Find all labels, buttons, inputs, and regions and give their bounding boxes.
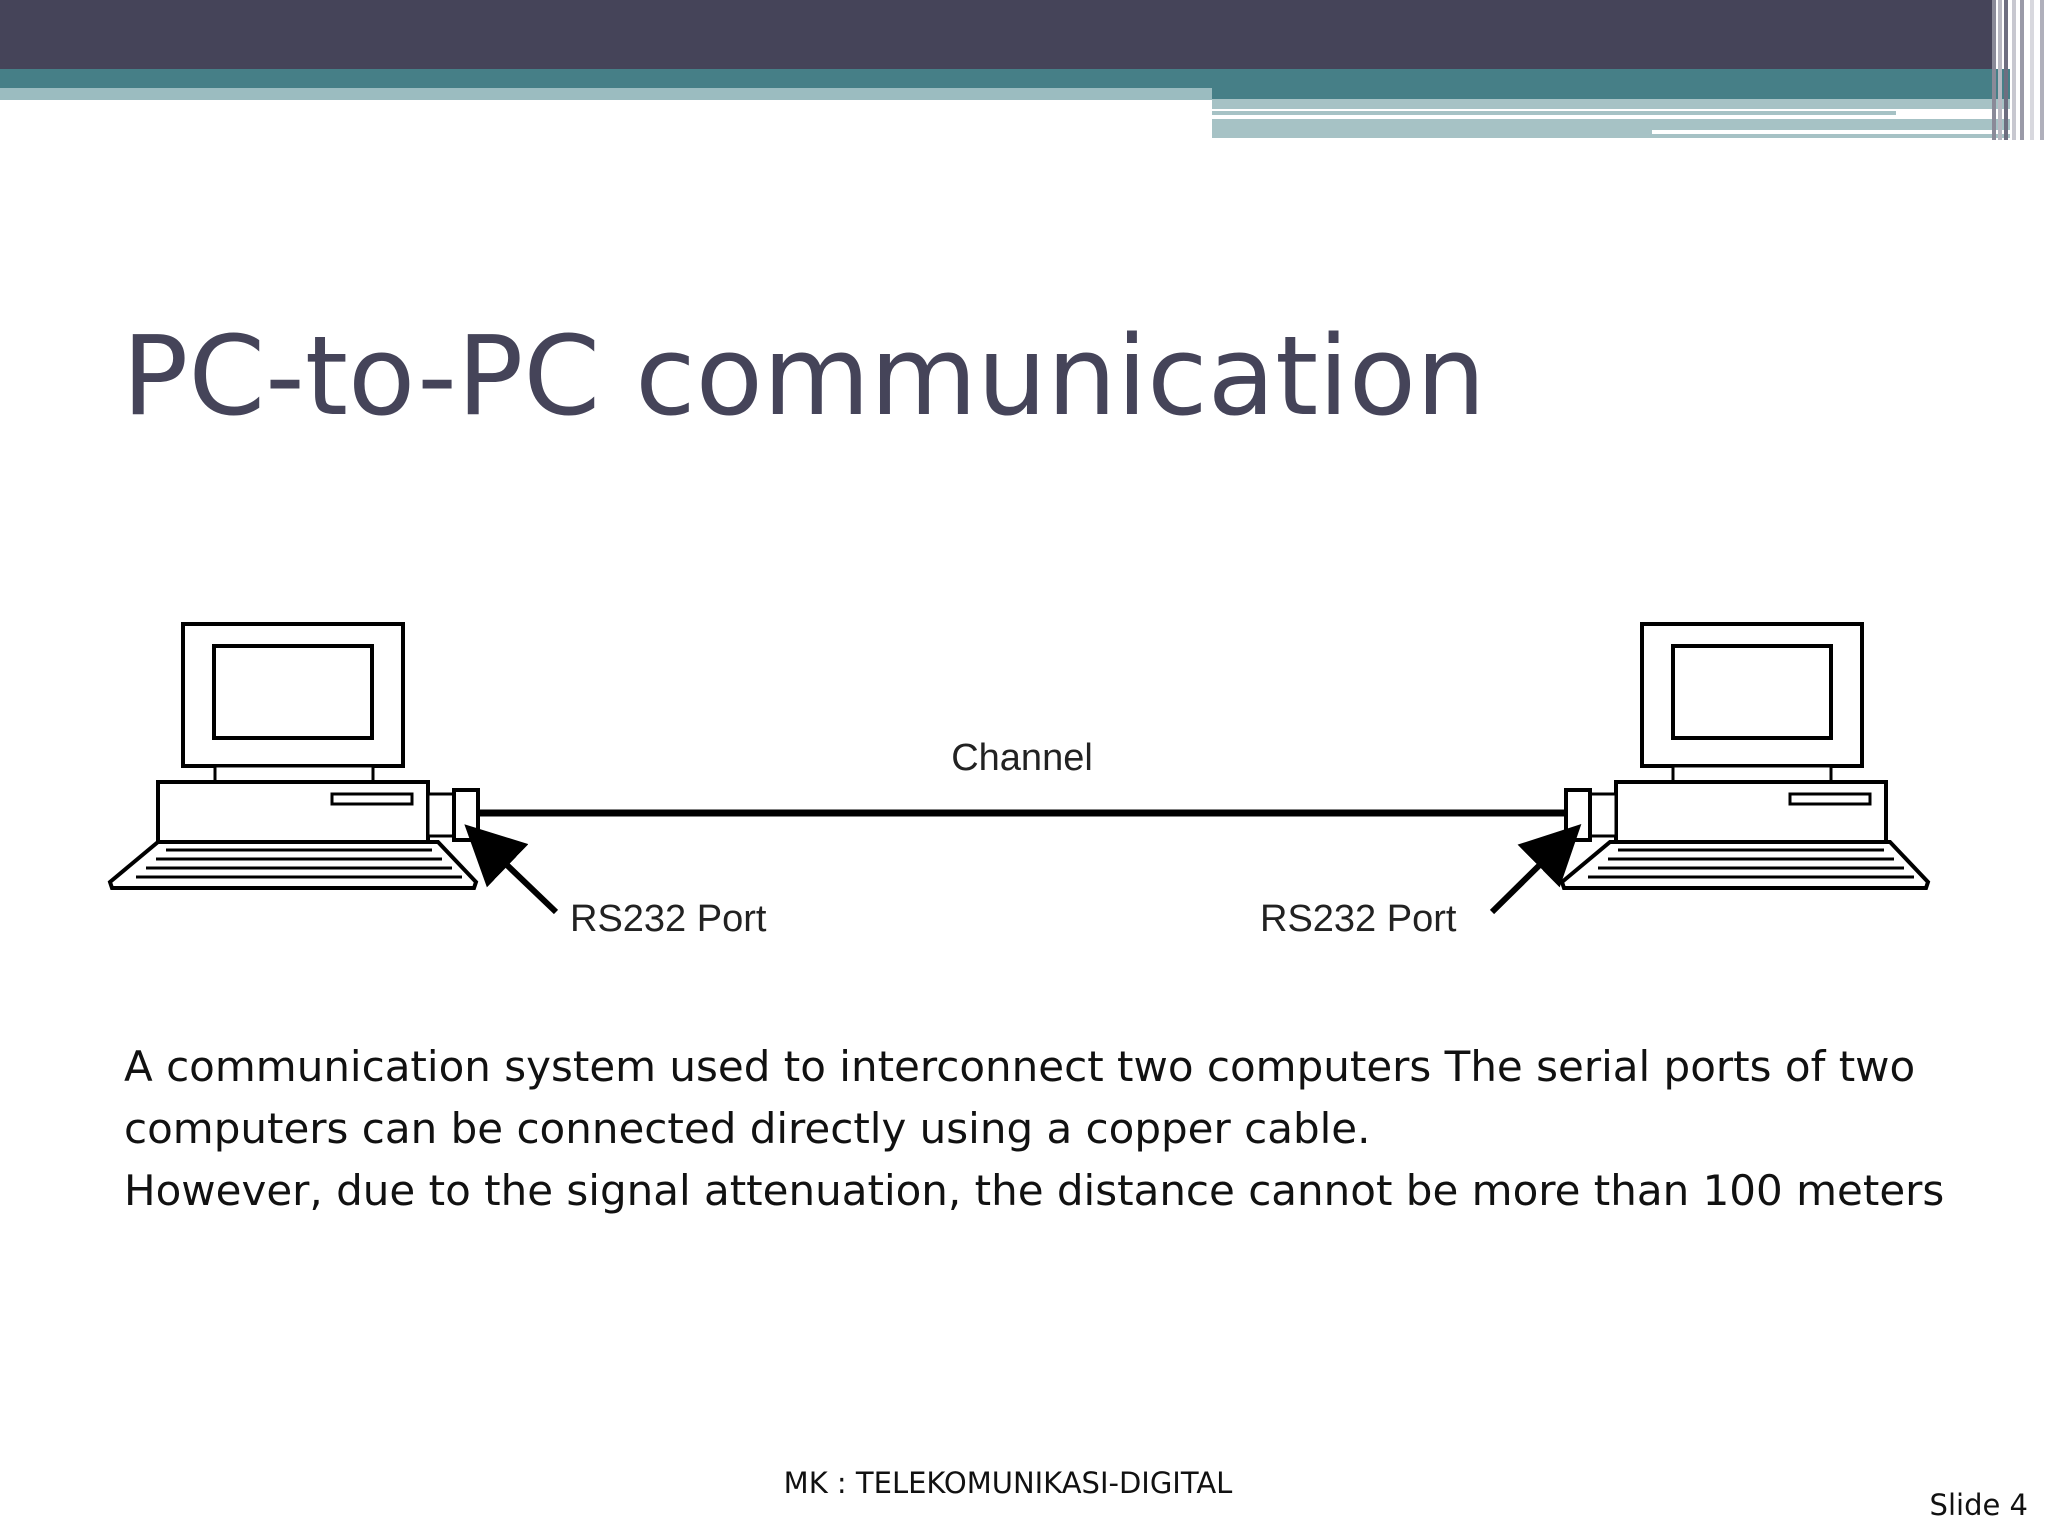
header-stripe bbox=[2020, 0, 2024, 140]
left-computer-icon bbox=[107, 622, 480, 890]
slide-number: Slide 4 bbox=[1929, 1488, 2028, 1522]
slide-title: PC-to-PC communication bbox=[122, 312, 1486, 440]
header-band-teal-right bbox=[1212, 88, 2010, 99]
header-stripe bbox=[1998, 0, 2002, 140]
header-band-line bbox=[1212, 111, 1896, 115]
left-port-arrow bbox=[464, 824, 559, 915]
body-line: However, due to the signal attenuation, … bbox=[124, 1166, 1945, 1215]
header-band-light-lower bbox=[1212, 119, 2010, 138]
pc-to-pc-diagram: Channel RS232 Port RS232 Port bbox=[107, 622, 1931, 940]
body-text: A communication system used to interconn… bbox=[124, 1036, 1944, 1222]
right-port-label: RS232 Port bbox=[1260, 898, 1457, 940]
header-band-light-right bbox=[1212, 99, 2010, 109]
body-line: computers can be connected directly usin… bbox=[124, 1104, 1371, 1153]
header-stripe bbox=[2030, 0, 2034, 140]
header-stripe bbox=[2040, 0, 2044, 140]
right-computer-icon bbox=[1559, 622, 1931, 890]
header-stripe bbox=[2012, 0, 2016, 140]
header-band-dark bbox=[0, 0, 1992, 69]
right-port-arrow bbox=[1489, 823, 1582, 915]
header-band-white-line bbox=[1652, 130, 2010, 134]
header-stripe bbox=[2004, 0, 2008, 140]
header-stripe bbox=[1992, 0, 1996, 140]
header-band-teal bbox=[0, 69, 2010, 88]
footer-course: MK : TELEKOMUNIKASI-DIGITAL bbox=[783, 1466, 1233, 1500]
header-band-light bbox=[0, 88, 1212, 100]
channel-label: Channel bbox=[951, 737, 1093, 779]
body-line: A communication system used to interconn… bbox=[124, 1042, 1916, 1091]
left-port-label: RS232 Port bbox=[570, 898, 767, 940]
